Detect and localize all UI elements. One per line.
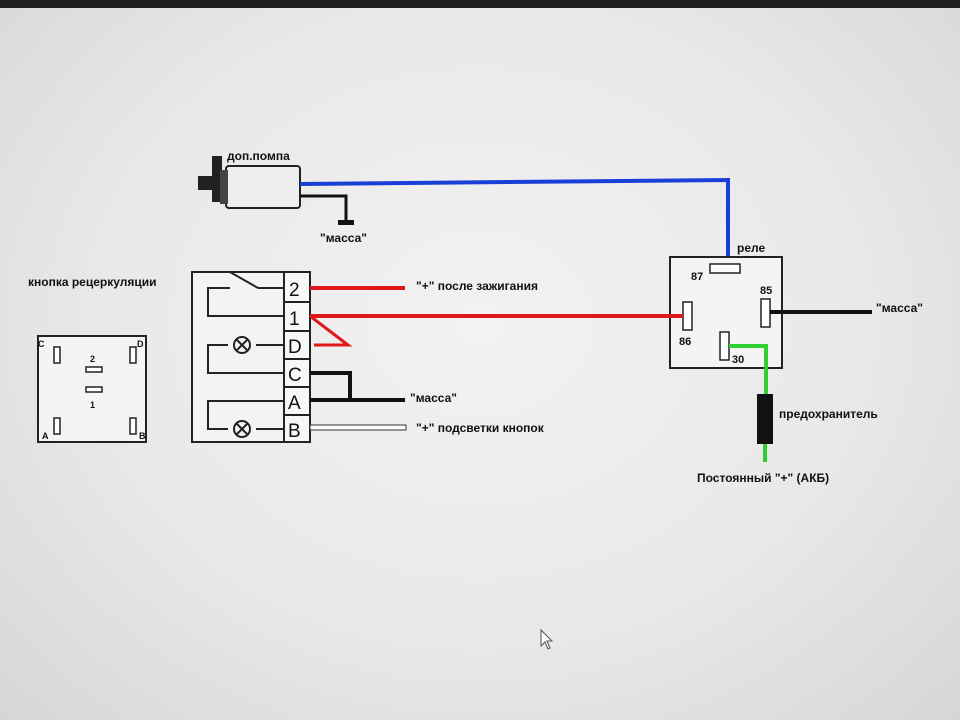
connector-pin-1: 1	[90, 400, 95, 410]
relay-pin-30	[719, 331, 730, 361]
battery-label: Постоянный "+" (АКБ)	[697, 471, 829, 485]
ignition-label: "+" после зажигания	[416, 279, 538, 293]
terminal-dividers	[284, 301, 310, 416]
arrow-cursor-icon	[540, 628, 554, 650]
pump-flange	[220, 170, 228, 204]
terminal-2: 2	[289, 280, 300, 301]
pump-label: доп.помпа	[227, 149, 290, 163]
switch-circuit	[207, 271, 284, 317]
green-wire-relay-30-to-fuse	[729, 344, 768, 395]
button-ground-label: "масса"	[410, 391, 457, 405]
relay-pin-85	[760, 298, 771, 328]
connector-corner-c: C	[38, 339, 45, 349]
terminal-d: D	[288, 337, 302, 358]
pump-inlet	[198, 176, 214, 190]
red-jumper-1-to-d	[309, 314, 353, 347]
relay-pin-87	[709, 263, 741, 274]
relay-pin-87-label: 87	[691, 271, 703, 283]
terminal-c: C	[288, 365, 302, 386]
terminal-a: A	[288, 393, 301, 414]
button-terminal-strip	[283, 271, 311, 443]
terminal-b: B	[288, 421, 301, 442]
connector-corner-d: D	[137, 339, 144, 349]
blue-wire-pump-to-relay-87	[299, 177, 730, 262]
relay-ground-label: "масса"	[876, 301, 923, 315]
screen-top-bezel	[0, 0, 960, 8]
pump-ground-label: "масса"	[320, 231, 367, 245]
fuse	[757, 394, 773, 444]
pump-ground-terminal	[338, 220, 354, 225]
connector-corner-a: A	[42, 431, 49, 441]
terminal-1: 1	[289, 309, 300, 330]
relay-pin-86-label: 86	[679, 336, 691, 348]
backlight-lamp-circuit	[207, 400, 284, 438]
pump-ground-wire	[300, 194, 348, 224]
backlight-label: "+" подсветки кнопок	[416, 421, 545, 435]
white-wire-backlight	[309, 424, 407, 431]
fuse-label: предохранитель	[779, 407, 878, 421]
relay-pin-86	[682, 301, 693, 331]
relay-pin-85-label: 85	[760, 285, 772, 297]
button-label: кнопка рецеркуляции	[28, 275, 157, 289]
relay-pin-30-label: 30	[732, 354, 744, 366]
black-jumper-c-to-a	[310, 371, 352, 400]
pump	[198, 156, 301, 209]
pump-body	[225, 165, 301, 209]
indicator-lamp-circuit	[207, 336, 284, 374]
pump-end-cap	[212, 156, 222, 202]
relay-label: реле	[737, 241, 765, 255]
connector-corner-b: B	[139, 431, 146, 441]
connector-pins	[53, 346, 137, 435]
connector-pin-2: 2	[90, 354, 95, 364]
